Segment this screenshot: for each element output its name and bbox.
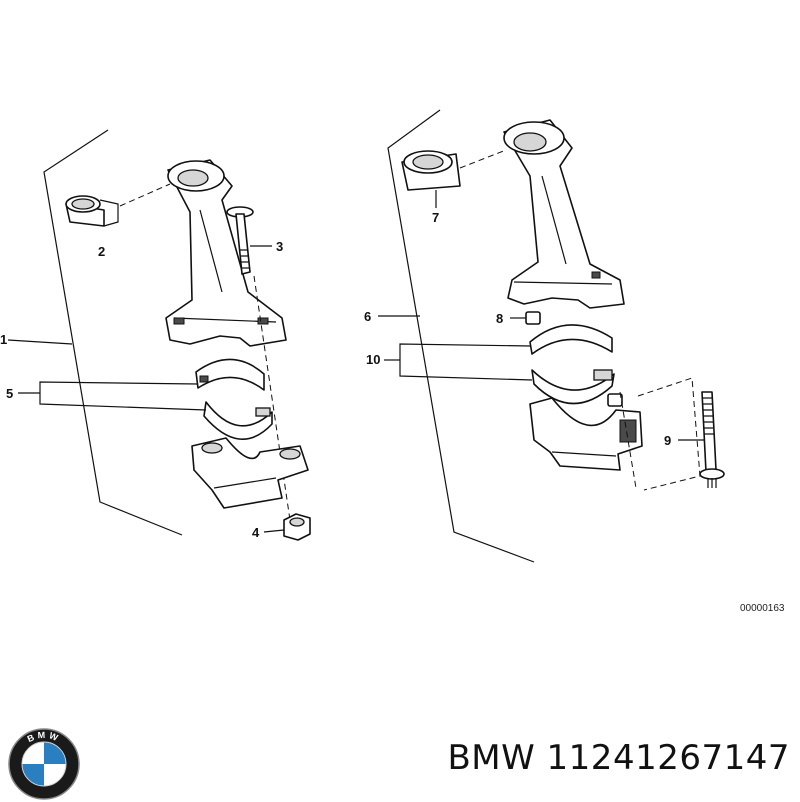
- leader-1: [7, 339, 73, 345]
- left-group-bracket: [43, 129, 183, 536]
- bolt-part-9: [699, 391, 725, 488]
- callout-4: 4: [252, 525, 260, 540]
- left-assembly: [7, 129, 311, 541]
- callout-7: 7: [432, 210, 439, 225]
- connecting-rod-left: [165, 159, 287, 347]
- axis-bushing-left: [119, 183, 171, 207]
- diagram-reference-code: 00000163: [740, 603, 785, 614]
- right-assembly: [378, 109, 725, 563]
- bearing-cap-right: [529, 397, 643, 471]
- bushing-part-7: [401, 150, 461, 191]
- leader-5: [39, 381, 207, 411]
- part-number-caption: BMW 11241267147: [447, 738, 790, 778]
- bushing-part-2: [65, 195, 119, 227]
- callout-2: 2: [98, 244, 105, 259]
- bearing-shell-upper-left: [195, 358, 265, 391]
- dowel-part-8: [525, 311, 541, 325]
- nut-part-4: [283, 513, 311, 541]
- right-group-bracket: [387, 109, 535, 563]
- callout-10: 10: [366, 352, 380, 367]
- part-number: 11241267147: [546, 738, 790, 778]
- axis-bushing-right: [459, 149, 507, 169]
- bolt-part-3: [226, 206, 254, 275]
- svg-text:BMW: BMW: [26, 730, 62, 744]
- logo-letters: BMW: [26, 730, 59, 744]
- axis-bolt-right: [619, 391, 637, 489]
- callout-6: 6: [364, 309, 371, 324]
- callout-5: 5: [6, 386, 13, 401]
- bearing-shell-upper-right: [529, 324, 613, 355]
- bearing-shell-lower-left: [203, 401, 273, 440]
- leader-4: [263, 529, 285, 533]
- axis-bolt-left: [253, 275, 291, 521]
- bolt-9-bracket: [637, 377, 701, 491]
- callout-3: 3: [276, 239, 283, 254]
- brand-name: BMW: [447, 738, 536, 778]
- callout-1: 1: [0, 332, 7, 347]
- callout-9: 9: [664, 433, 671, 448]
- connecting-rod-right: [503, 119, 625, 309]
- callout-8: 8: [496, 311, 503, 326]
- bearing-cap-left: [191, 437, 309, 509]
- dowel-cap-right: [607, 393, 623, 407]
- bmw-logo-icon: BMW: [8, 728, 80, 800]
- bearing-shell-lower-right: [531, 369, 615, 405]
- leader-10: [399, 343, 533, 381]
